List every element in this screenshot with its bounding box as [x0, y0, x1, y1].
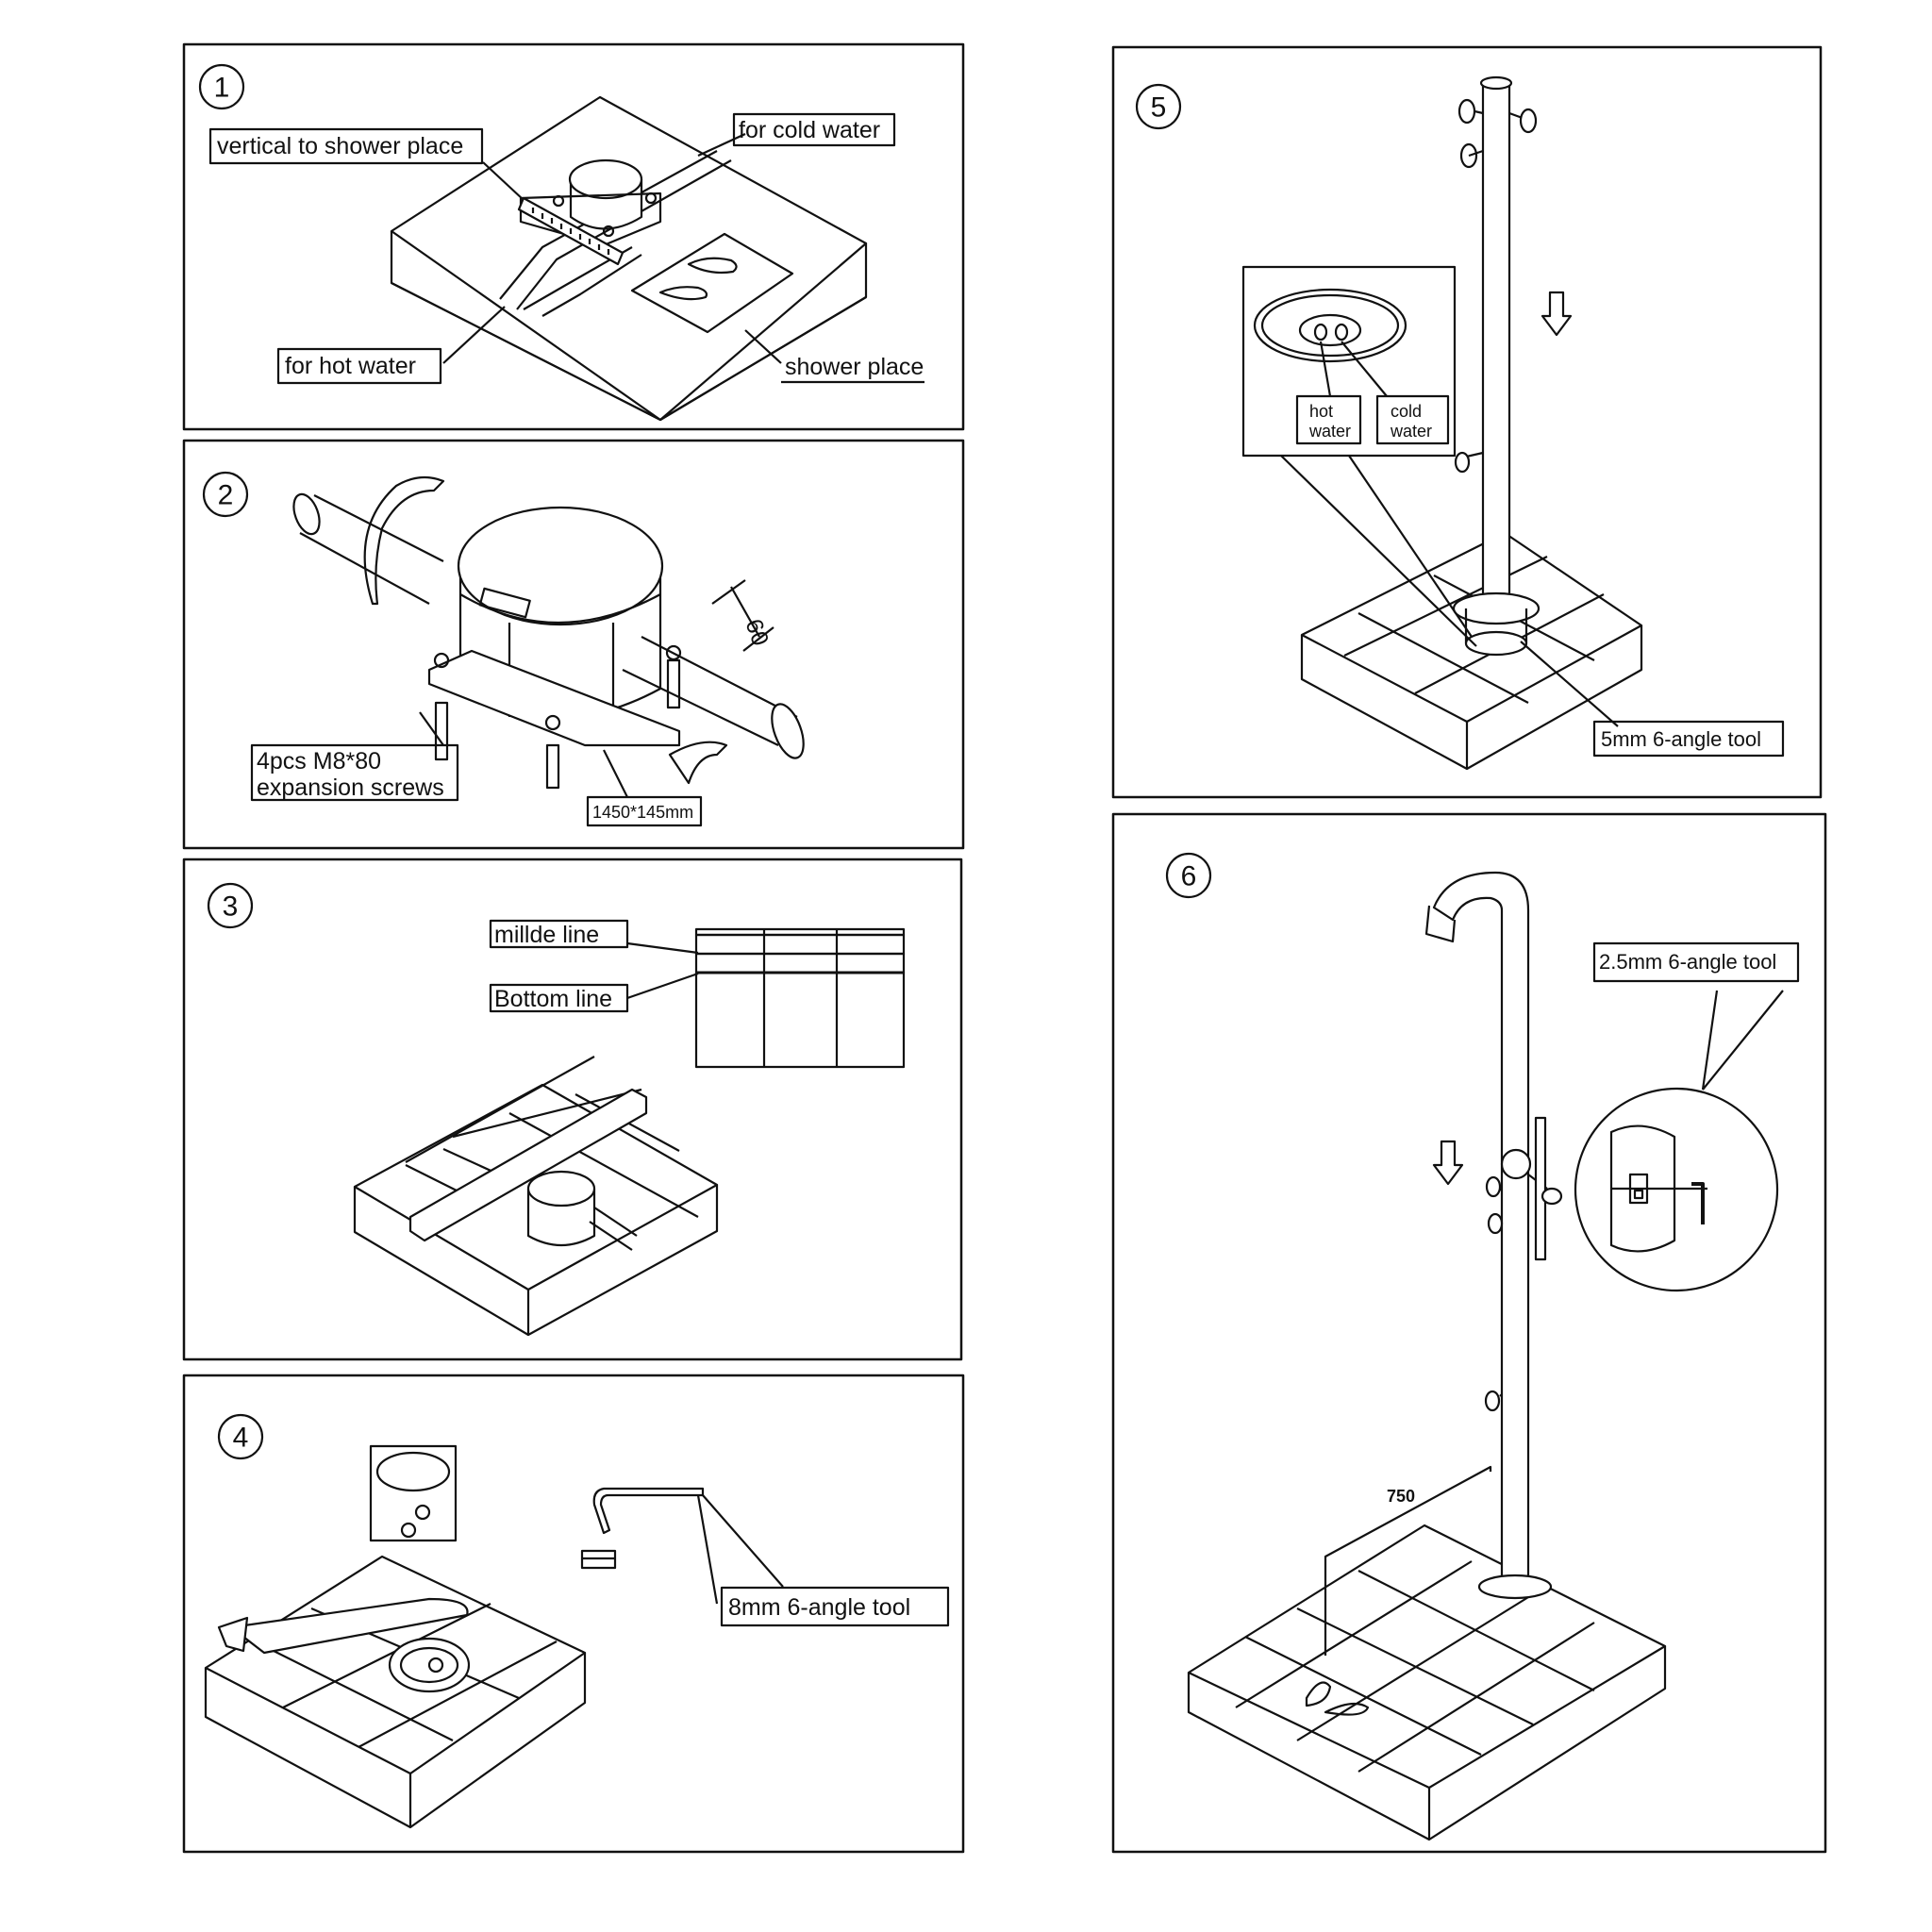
- label-2-5mm-tool: 2.5mm 6-angle tool: [1599, 950, 1776, 974]
- magnifier-circle: [1574, 1087, 1779, 1292]
- label-cold-line1: cold: [1391, 402, 1422, 421]
- step-number-circle-icon: [202, 471, 249, 518]
- label-box-screws: [250, 743, 459, 802]
- label-box-middle: [489, 919, 629, 949]
- label-screws-line1: 4pcs M8*80: [257, 748, 381, 774]
- drain-ring: [388, 1637, 471, 1693]
- label-bottom-line: Bottom line: [494, 986, 612, 1012]
- shower-place-tile: [630, 232, 794, 334]
- hand-shower: [1534, 1116, 1547, 1261]
- hex-key-icon: [1691, 1182, 1705, 1224]
- label-5mm-tool: 5mm 6-angle tool: [1601, 727, 1761, 751]
- step-5-number: 5: [1151, 92, 1167, 124]
- label-box-size: [586, 795, 703, 827]
- cap-icon: [580, 1549, 617, 1570]
- label-box-cold-water: [1375, 394, 1450, 445]
- shower-column: [1452, 75, 1541, 657]
- label-box-hot: [276, 347, 442, 385]
- panel-step-4: 4 8mm 6-angle tool: [182, 1374, 965, 1854]
- mixer-in-trench: [526, 1170, 638, 1251]
- label-box-hot-water: [1295, 394, 1362, 445]
- label-middle-line: millde line: [494, 922, 599, 948]
- hex-key-icon: [592, 1487, 705, 1535]
- magnified-detail: [1609, 1124, 1707, 1253]
- step-number-circle-icon: [217, 1413, 264, 1460]
- step-number-circle-icon: [1135, 83, 1182, 130]
- label-box-tool-2-5mm: [1592, 941, 1800, 983]
- label-cold-line2: water: [1390, 422, 1432, 441]
- wrench: [217, 1597, 469, 1655]
- panel-4-frame: [182, 1374, 965, 1854]
- label-hot-line2: water: [1308, 422, 1351, 441]
- label-size-1450x145: 1450*145mm: [592, 803, 693, 822]
- tiled-slab-4: [204, 1555, 587, 1829]
- mixer-box: [519, 158, 662, 247]
- label-for-cold-water: for cold water: [739, 117, 880, 143]
- label-box-cold: [732, 112, 896, 147]
- inset-flange: [1253, 288, 1407, 363]
- dimension-60: 60: [740, 615, 774, 649]
- panel-5-frame: [1111, 45, 1823, 799]
- step-number-circle-icon: [1165, 852, 1212, 899]
- panel-2-frame: [182, 439, 965, 850]
- down-arrow-icon: [1541, 291, 1573, 337]
- step-2-number: 2: [218, 480, 234, 511]
- panel-3-frame: [182, 858, 963, 1361]
- step-number-circle-icon: [207, 882, 254, 929]
- label-8mm-tool: 8mm 6-angle tool: [728, 1594, 910, 1621]
- step-1-number: 1: [214, 73, 230, 104]
- label-box-bottom: [489, 983, 629, 1013]
- label-box-tool-8mm: [720, 1586, 950, 1627]
- expansion-screws: [433, 644, 682, 790]
- label-box-tool-5mm: [1592, 720, 1785, 758]
- footprint-icon: [687, 257, 738, 275]
- dimension-750: 750: [1387, 1487, 1415, 1506]
- panel-6-frame: [1111, 812, 1827, 1854]
- down-arrow-icon: [1432, 1140, 1464, 1186]
- label-vertical-to-shower-place: vertical to shower place: [217, 133, 463, 159]
- floor-slab: [390, 95, 868, 422]
- label-hot-line1: hot: [1309, 402, 1333, 421]
- panel-step-3: 3 millde line Bottom line: [182, 858, 963, 1361]
- step-4-number: 4: [233, 1423, 249, 1454]
- ruler: [517, 196, 625, 266]
- rotate-arrow-icon: [363, 475, 445, 606]
- step-3-number: 3: [223, 891, 239, 923]
- label-screws-line2: expansion screws: [257, 774, 444, 801]
- footprint-icon: [1305, 1681, 1370, 1716]
- panel-1-frame: [182, 42, 965, 431]
- top-view-inset: [369, 1444, 458, 1542]
- level-bar: [408, 1088, 648, 1242]
- shower-column-6: [1424, 871, 1563, 1600]
- right-pipe: [622, 636, 805, 759]
- panel-step-2: 2 60: [182, 439, 965, 850]
- rotate-arrow-icon: [668, 741, 728, 785]
- label-shower-place: shower place: [785, 354, 924, 380]
- panel-step-6: 6 750: [1111, 812, 1827, 1854]
- panel-step-5: 5: [1111, 45, 1823, 799]
- tiled-slab-6: [1187, 1524, 1667, 1841]
- step-number-circle-icon: [198, 63, 245, 110]
- step-6-number: 6: [1181, 861, 1197, 892]
- panel-step-1: 1: [182, 42, 965, 431]
- mixer-section-view: [694, 927, 906, 1069]
- label-for-hot-water: for hot water: [285, 353, 416, 379]
- base-plate: [427, 649, 681, 747]
- label-box-vertical: [208, 127, 484, 165]
